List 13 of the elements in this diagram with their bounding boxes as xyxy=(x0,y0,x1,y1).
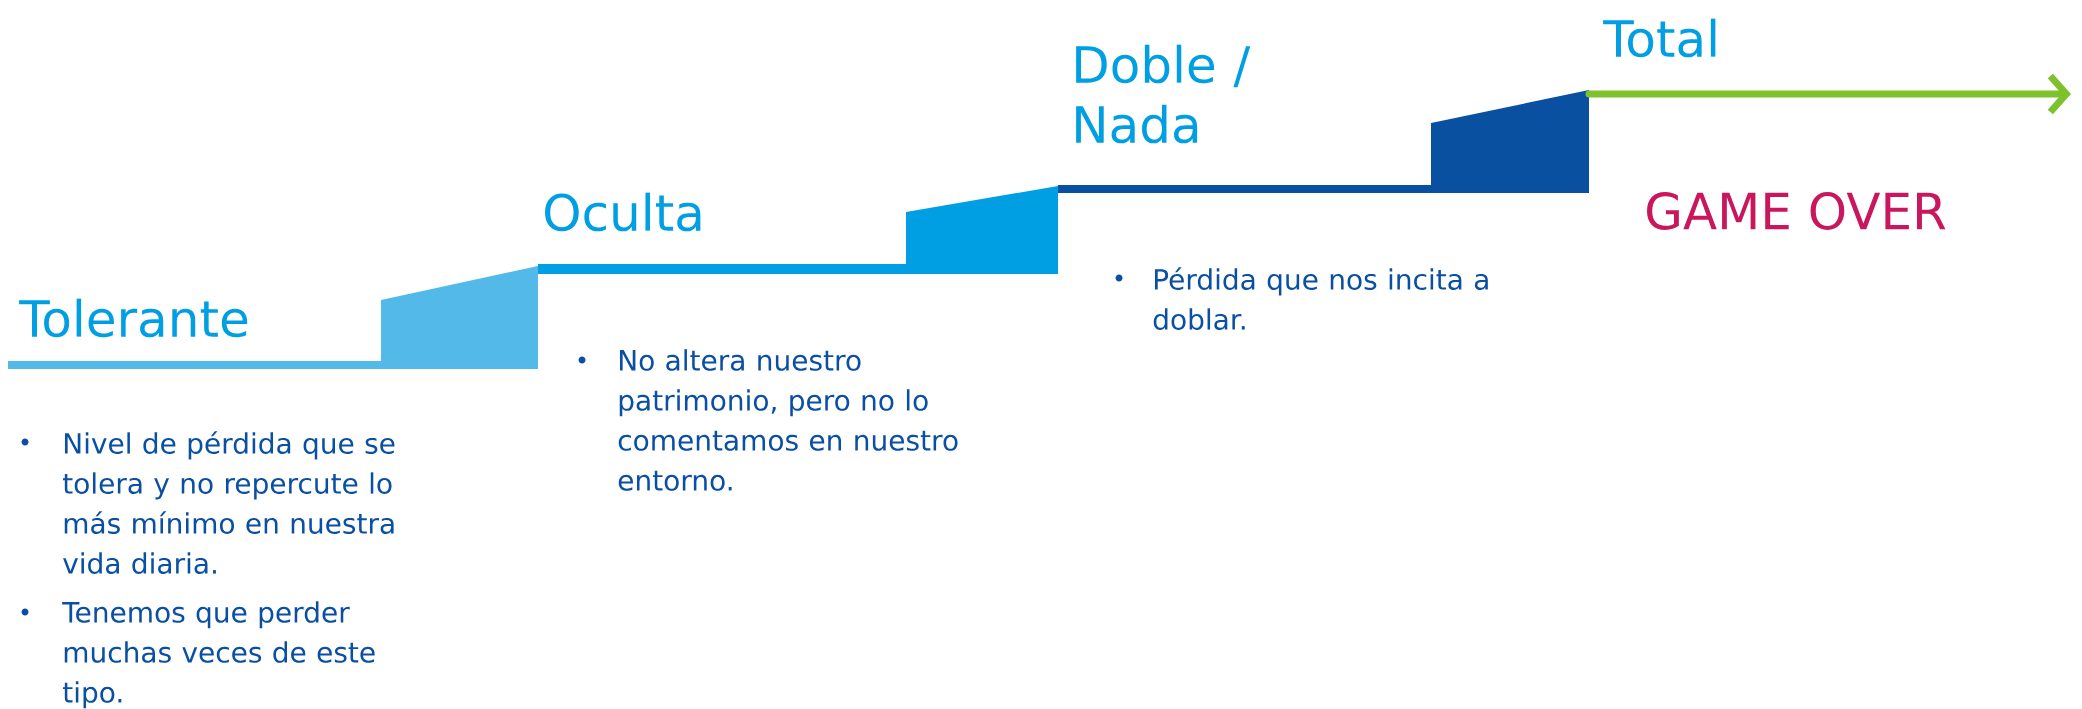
bullet-text: Tenemos que perder muchas veces de este tipo. xyxy=(62,601,375,709)
bullet-text: No altera nuestro patrimonio, pero no lo comentamos en nuestro entorno. xyxy=(618,349,958,491)
step-shape xyxy=(1058,90,1589,193)
bullet-text: Nivel de pérdida que se tolera y no repercute lo más mínimo en nuestra vida diaria. xyxy=(62,431,395,574)
step-title: Tolerante xyxy=(19,298,248,338)
step-title: Oculta xyxy=(545,192,701,232)
step-title: Total xyxy=(1603,18,1716,58)
arrow-shape xyxy=(1585,73,2071,115)
step-shape xyxy=(8,266,538,369)
step-title: Doble / Nada xyxy=(1076,44,1251,144)
bullet-text: Pérdida que nos incita a doblar. xyxy=(1153,267,1488,330)
outcome-label: GAME OVER xyxy=(1647,192,1946,230)
step-shape xyxy=(538,186,1058,274)
